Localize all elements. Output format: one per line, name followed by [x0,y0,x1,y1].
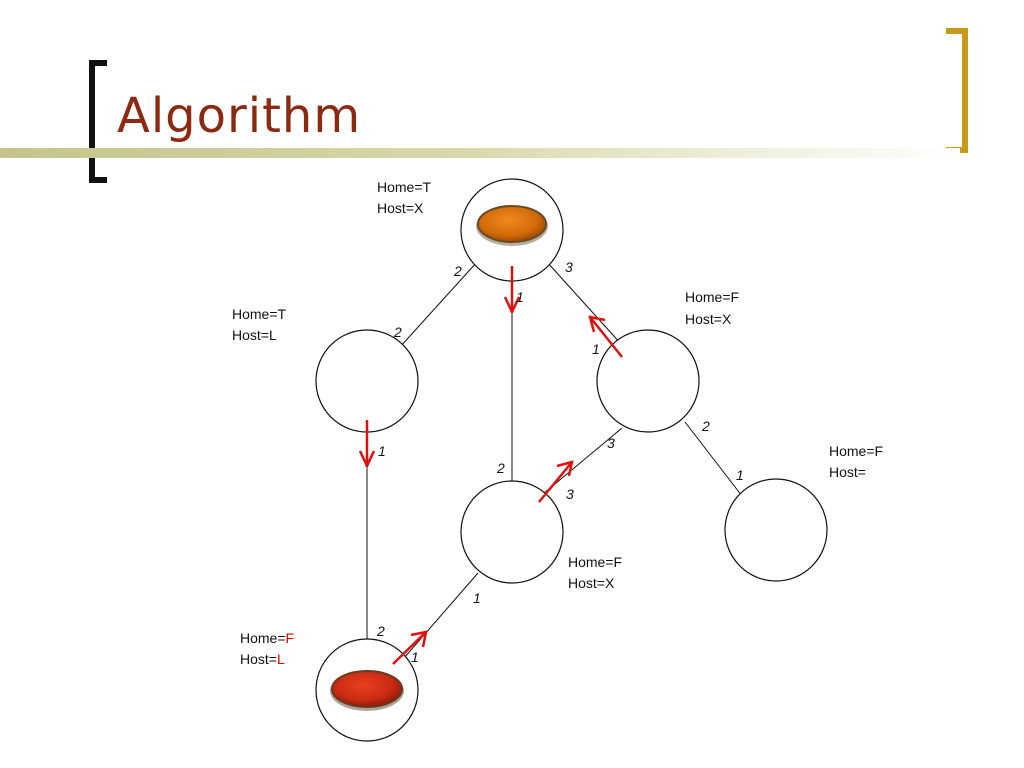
left-bracket-decoration [89,60,107,183]
port-top-to-right: 3 [565,259,573,275]
node-bottom-host-prefix: Host= [240,651,277,667]
port-top-to-middle: 1 [516,289,524,305]
node-left-home-label: Home=T [232,306,287,322]
node-top-home-label: Home=T [377,179,432,195]
port-right-to-top: 1 [592,341,600,357]
edge-middle-bottom [403,572,479,659]
node-bottom-home-prefix: Home= [240,630,286,646]
node-far-right-host-label: Host= [829,464,866,480]
node-right [596,329,700,433]
node-left [315,329,419,433]
port-middle-to-top: 2 [496,460,505,476]
node-top-host-label: Host=X [377,200,424,216]
node-bottom-home-label: Home=F [240,630,294,646]
port-bottom-to-middle: 1 [411,649,419,665]
title-underline-rule [0,148,960,158]
port-left-to-bottom: 1 [378,443,386,459]
node-right-home-label: Home=F [685,289,739,305]
port-right-to-middle: 3 [607,435,615,451]
edge-right-farright [684,421,743,497]
arrow-left-to-bottom [358,420,376,469]
red-agent-icon [330,670,404,711]
port-middle-to-bottom: 1 [473,590,481,606]
arrow-bottom-to-middle [392,630,428,665]
arrow-middle-to-right [538,460,574,503]
arrow-right-to-top [588,315,623,358]
node-bottom-host-value: L [277,651,285,667]
node-middle [460,480,564,584]
edge-top-right [546,261,623,346]
port-far-right-to-right: 1 [736,467,744,483]
port-right-to-far-right: 2 [701,418,710,434]
slide-title: Algorithm [117,88,362,144]
orange-agent-icon [476,205,548,246]
port-bottom-to-left: 2 [376,623,385,639]
node-far-right-home-label: Home=F [829,443,883,459]
port-left-to-top: 2 [393,324,402,340]
node-middle-host-label: Host=X [568,575,615,591]
node-far-right [724,478,828,582]
node-bottom-home-value: F [286,630,295,646]
node-bottom-host-label: Host=L [240,651,285,667]
arrow-top-to-middle [503,266,521,315]
port-middle-to-right: 3 [566,486,574,502]
node-right-host-label: Host=X [685,311,732,327]
node-left-host-label: Host=L [232,327,277,343]
port-top-to-left: 2 [453,263,462,279]
edge-top-left [399,261,478,348]
node-middle-home-label: Home=F [568,554,622,570]
